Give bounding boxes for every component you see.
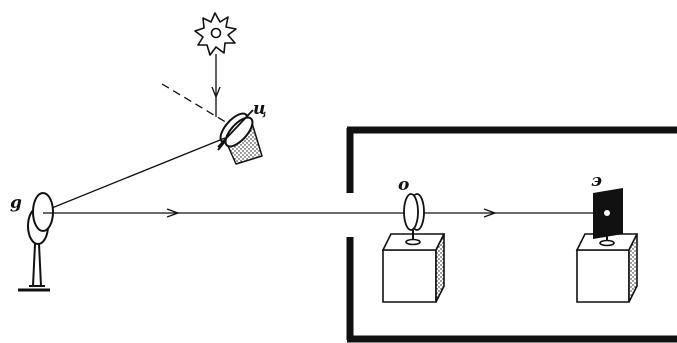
sun-icon: [194, 12, 237, 56]
dark-room-walls: [346, 126, 677, 343]
mirror-u-assembly: [217, 109, 263, 165]
mirror-normal-dashed: [161, 83, 230, 125]
screen-e-label: э: [591, 171, 602, 191]
reflected-ray: [41, 137, 226, 213]
lens-o-label: о: [398, 175, 409, 195]
lens-o-assembly: [381, 193, 446, 303]
mirror-g-label: g: [10, 193, 22, 213]
mirror-u-label: ц: [253, 99, 267, 119]
main-beam: [43, 208, 604, 218]
mirror-g-assembly: [18, 192, 54, 292]
screen-e-assembly: [575, 188, 639, 303]
sun-ray: [211, 54, 221, 117]
